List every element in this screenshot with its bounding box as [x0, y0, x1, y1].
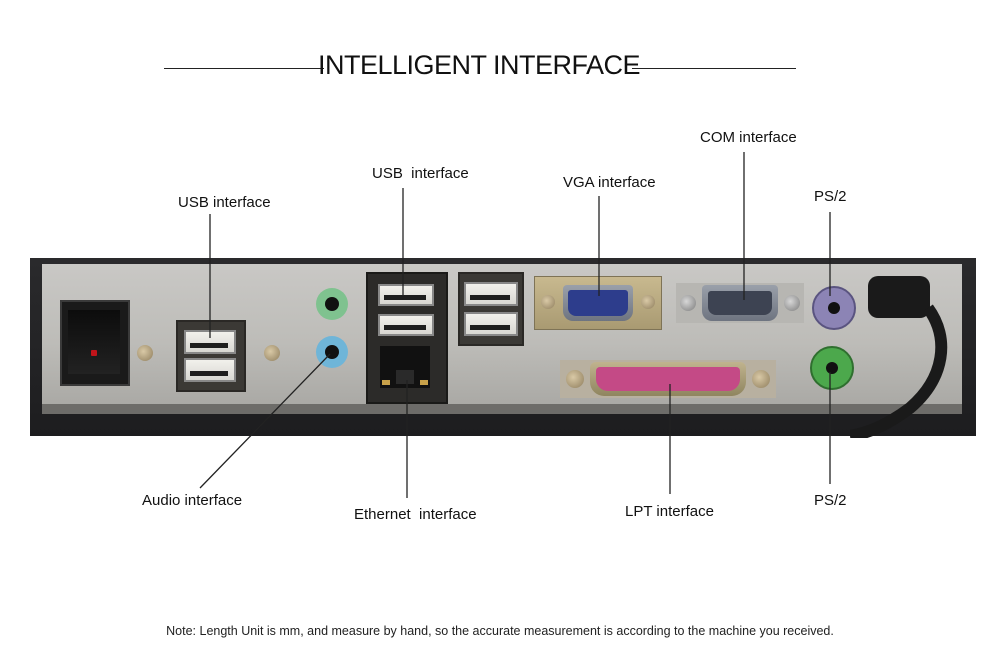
ethernet-port — [380, 346, 430, 388]
ethernet-led-right — [420, 380, 428, 385]
power-switch — [60, 300, 130, 386]
label-lpt: LPT interface — [625, 503, 714, 520]
ps2-mouse-port — [810, 346, 854, 390]
com-plate — [676, 283, 804, 323]
label-ps2-top: PS/2 — [814, 188, 847, 205]
lpt-connector — [596, 367, 740, 391]
title-rule-right — [632, 68, 796, 69]
label-usb-center: USB interface — [372, 165, 469, 182]
com-shell — [702, 285, 778, 321]
usb-slot-right-lower — [464, 312, 518, 336]
vga-plate — [534, 276, 662, 330]
usb-tongue — [470, 295, 510, 300]
vga-connector — [568, 290, 628, 316]
lpt-shell — [590, 362, 746, 396]
com-connector — [708, 291, 772, 315]
usb-port-right — [458, 272, 524, 346]
usb-tongue — [470, 325, 510, 330]
lpt-screw-right — [752, 370, 770, 388]
label-audio: Audio interface — [142, 492, 243, 509]
jack-hole — [325, 297, 339, 311]
vga-screw-right — [641, 295, 655, 309]
measurement-note: Note: Length Unit is mm, and measure by … — [166, 624, 834, 638]
ps2-hole — [826, 362, 838, 374]
ps2-hole — [828, 302, 840, 314]
usb-tongue — [190, 371, 228, 376]
vga-screw-left — [541, 295, 555, 309]
usb-slot-center-upper — [378, 284, 434, 306]
power-cord — [850, 304, 948, 438]
usb-slot-left-lower — [184, 358, 236, 382]
label-vga: VGA interface — [563, 174, 656, 191]
label-ps2-bottom: PS/2 — [814, 492, 847, 509]
usb-slot-right-upper — [464, 282, 518, 306]
com-screw-left — [680, 295, 696, 311]
power-led — [91, 350, 97, 356]
leader-audio — [199, 353, 331, 489]
power-plug — [868, 276, 930, 318]
vga-shell — [563, 285, 633, 321]
ethernet-led-left — [382, 380, 390, 385]
com-screw-right — [784, 295, 800, 311]
power-cable — [850, 276, 948, 438]
io-plate-lip — [42, 404, 962, 414]
lpt-plate — [560, 360, 776, 398]
label-usb-left: USB interface — [178, 194, 271, 211]
lpt-screw-left — [566, 370, 584, 388]
usb-tongue — [384, 295, 426, 300]
panel-screw — [264, 345, 280, 361]
panel-screw — [137, 345, 153, 361]
usb-tongue — [384, 325, 426, 330]
power-rocker — [68, 310, 120, 374]
usb-tongue — [190, 343, 228, 348]
diagram-title: INTELLIGENT INTERFACE — [318, 50, 641, 80]
ps2-keyboard-port — [812, 286, 856, 330]
label-ethernet: Ethernet interface — [354, 506, 477, 523]
usb-slot-center-lower — [378, 314, 434, 336]
label-com: COM interface — [700, 129, 797, 146]
ethernet-clip — [396, 370, 414, 384]
audio-mic-jack — [316, 288, 348, 320]
title-rule-left — [164, 68, 324, 69]
